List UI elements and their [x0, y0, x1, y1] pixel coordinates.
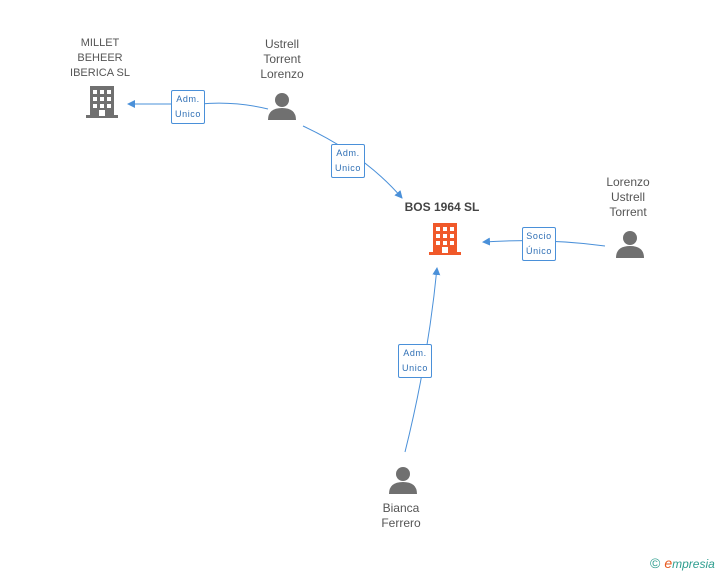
edge-label-line2: Unico — [175, 109, 202, 119]
edge-label-line1: Adm. — [403, 348, 427, 358]
node-label-millet: MILLET BEHEER IBERICA SL — [70, 37, 130, 79]
edge-label-lorenzo-bos[interactable]: Socio Único — [522, 227, 557, 261]
node-lorenzo-ustrell-torrent[interactable]: Lorenzo Ustrell Torrent — [583, 175, 673, 220]
person-icon-lorenzo-ustrell-torrent — [616, 231, 644, 258]
node-millet[interactable]: MILLET BEHEER IBERICA SL — [55, 36, 145, 81]
node-bos[interactable]: BOS 1964 SL — [387, 200, 497, 215]
person-icon-ustrell-torrent-lorenzo — [268, 93, 296, 120]
edge-label-line1: Socio — [526, 231, 552, 241]
copyright-symbol: © — [650, 555, 661, 571]
node-ustrell-torrent-lorenzo[interactable]: Ustrell Torrent Lorenzo — [237, 37, 327, 82]
edge-label-line2: Unico — [402, 363, 429, 373]
person-icon-bianca-ferrero — [389, 467, 417, 494]
node-label-lorenzo-ustrell-torrent: Lorenzo Ustrell Torrent — [606, 175, 650, 219]
edge-label-bianca-bos[interactable]: Adm. Unico — [398, 344, 433, 378]
node-label-ustrell-torrent-lorenzo: Ustrell Torrent Lorenzo — [260, 37, 304, 81]
node-bianca-ferrero[interactable]: Bianca Ferrero — [356, 501, 446, 531]
brand-footer: ©empresia — [650, 555, 715, 571]
edge-label-line2: Único — [526, 246, 553, 256]
edge-label-line2: Unico — [335, 163, 362, 173]
edge-label-ustrell-bos[interactable]: Adm. Unico — [331, 144, 366, 178]
node-label-bos: BOS 1964 SL — [404, 200, 480, 214]
brand-logo-e: e — [664, 555, 673, 571]
edge-label-ustrell-millet[interactable]: Adm. Unico — [171, 90, 206, 124]
node-label-bianca-ferrero: Bianca Ferrero — [381, 501, 421, 530]
brand-logo-text: mpresia — [672, 557, 715, 571]
edge-label-line1: Adm. — [176, 94, 200, 104]
edge-label-line1: Adm. — [336, 148, 360, 158]
